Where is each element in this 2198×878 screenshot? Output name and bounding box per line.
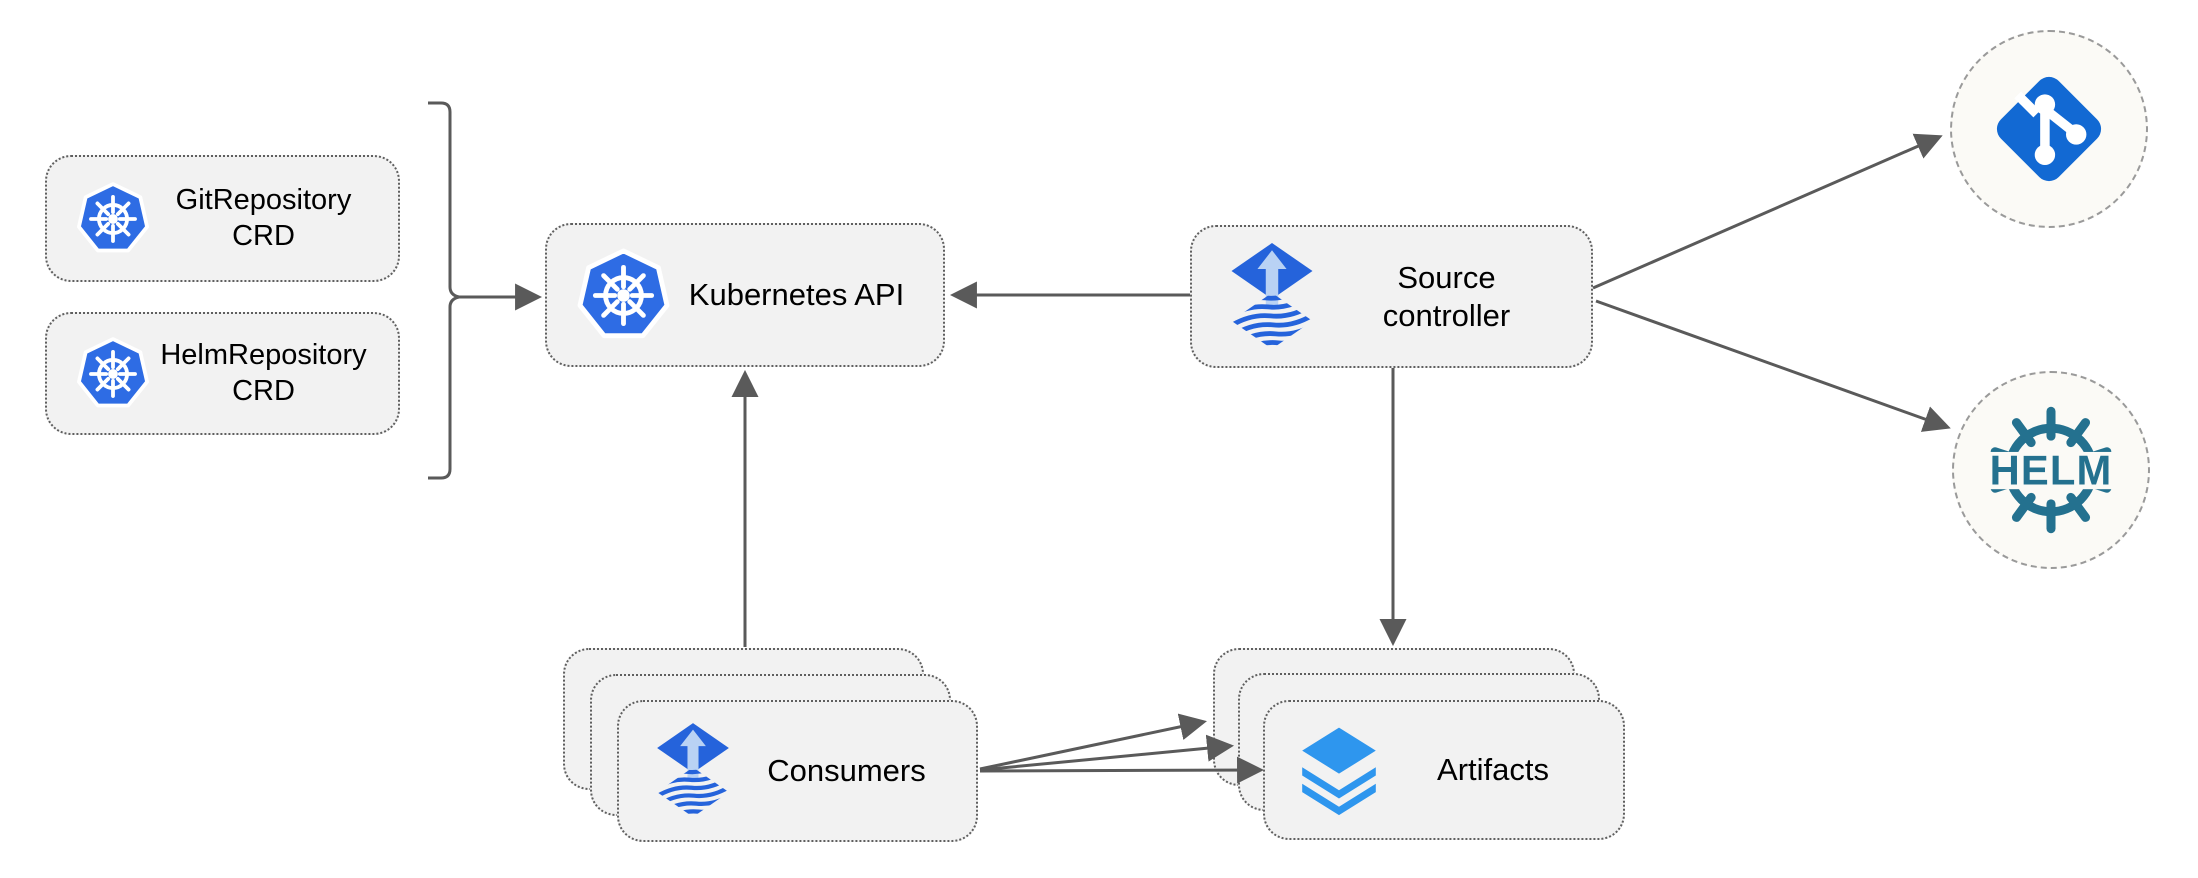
flux-icon — [1220, 243, 1324, 351]
kubernetes-icon — [77, 181, 149, 252]
node-artifacts: Artifacts — [1263, 700, 1625, 840]
layers-icon — [1302, 727, 1376, 816]
git-icon — [1981, 61, 2117, 197]
group-bracket — [428, 101, 460, 480]
node-label: Kubernetes API — [688, 277, 905, 313]
arrow-consumers-to-artifacts-2 — [979, 734, 1235, 772]
node-consumers: Consumers — [617, 700, 978, 842]
flux-icon — [647, 723, 739, 819]
node-git-source — [1950, 30, 2148, 228]
arrow-consumers-to-artifacts-1 — [979, 713, 1207, 771]
node-kubernetes-api: Kubernetes API — [545, 223, 945, 367]
node-git-repository-crd: GitRepository CRD — [45, 155, 400, 282]
node-helm-source: HELM — [1952, 371, 2150, 569]
node-label: HelmRepository CRD — [160, 339, 367, 407]
node-label: Consumers — [767, 753, 926, 789]
helm-icon: HELM — [1972, 406, 2130, 534]
arrow-source-controller-to-git — [1592, 133, 1943, 290]
helm-wordmark: HELM — [1990, 447, 2113, 494]
node-label: GitRepository CRD — [175, 184, 352, 252]
node-helm-repository-crd: HelmRepository CRD — [45, 312, 400, 435]
node-source-controller: Source controller — [1190, 225, 1593, 368]
kubernetes-icon — [575, 247, 672, 344]
arrow-source-controller-to-helm — [1595, 299, 1951, 432]
kubernetes-icon — [77, 336, 149, 407]
node-label: Artifacts — [1437, 752, 1549, 788]
node-label: Source controller — [1382, 259, 1511, 333]
